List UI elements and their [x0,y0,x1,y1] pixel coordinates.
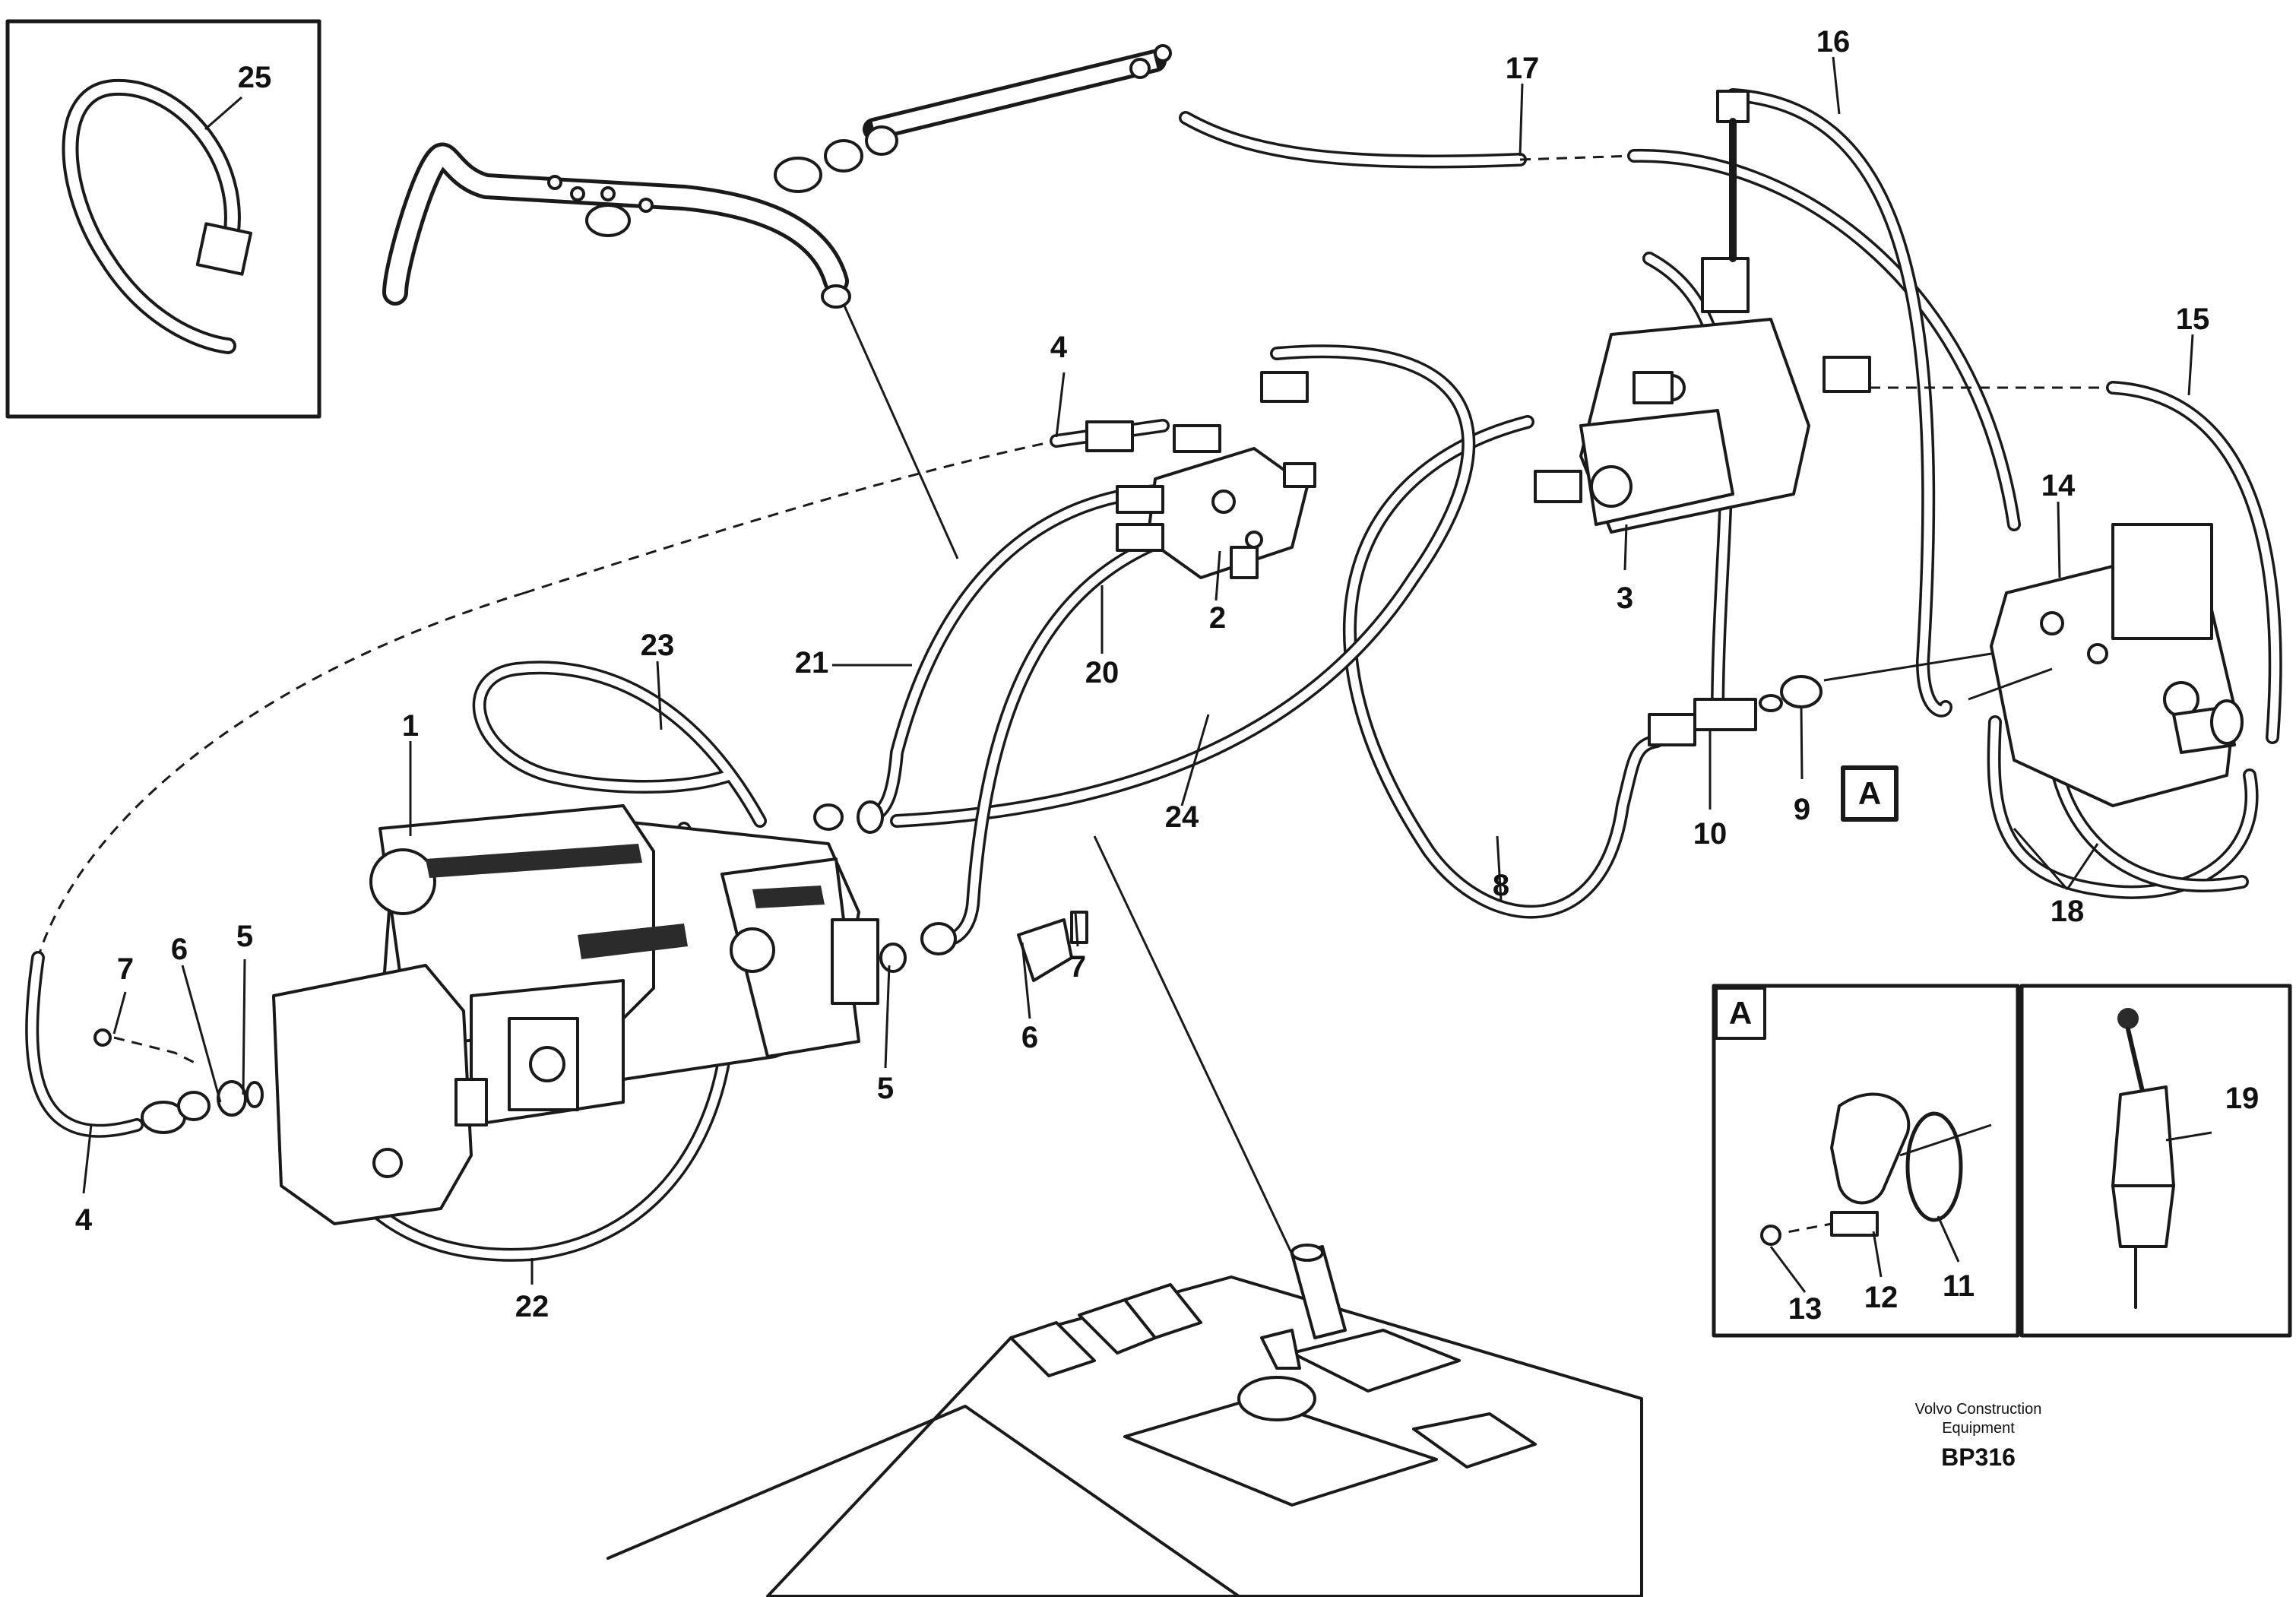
callout-21: 21 [795,646,829,680]
callout-13: 13 [1788,1292,1823,1326]
callout-19: 19 [2225,1082,2260,1115]
detail-ref-inset-label: A [1729,995,1752,1031]
callout-9: 9 [1794,793,1810,826]
drawing-code: BP316 [1941,1443,2016,1471]
callout-24: 24 [1165,800,1199,834]
callout-4-bottom: 4 [75,1203,93,1237]
callout-25: 25 [238,61,272,94]
callout-4-top: 4 [1050,331,1068,364]
svg-text:A: A [1858,775,1881,811]
inset-joystick [2019,984,2292,1338]
credit-block: Volvo Construction Equipment BP316 [1915,1401,2042,1471]
pump-assembly-1 [272,804,879,1225]
callout-23: 23 [641,629,675,662]
callout-18: 18 [2051,895,2085,928]
suction-pipe-assembly [382,44,1172,559]
callout-12: 12 [1864,1281,1899,1314]
middle-fittings [813,800,1088,982]
left-fittings [93,1028,264,1134]
callout-8: 8 [1493,869,1509,902]
callout-3: 3 [1617,581,1633,615]
callout-7-middle: 7 [1069,950,1086,984]
callout-5-middle: 5 [877,1072,894,1105]
inset-clamp-band [5,19,321,419]
callout-17: 17 [1506,52,1540,85]
detail-ref-main: A [1841,765,1899,822]
hydraulic-tank [606,835,1643,1597]
valve-block-2 [1085,371,1316,579]
motor-14 [1990,523,2244,807]
valve-block-3 [1534,90,1871,534]
callout-1: 1 [402,709,419,743]
inset-detail-a [1712,984,2020,1338]
callout-15: 15 [2176,303,2210,336]
callout-labels: 1 2 3 4 4 5 5 6 6 7 7 8 9 10 11 12 13 14… [75,25,2259,1326]
callout-11: 11 [1943,1269,1975,1303]
callout-6-middle: 6 [1021,1021,1038,1054]
callout-14: 14 [2041,469,2076,502]
fittings-9-10 [1648,652,2053,746]
callout-5-left: 5 [236,920,253,953]
callout-16: 16 [1816,25,1851,59]
callout-6-left: 6 [171,933,188,966]
callout-leaders [82,56,2212,1293]
callout-2: 2 [1209,601,1226,635]
callout-7-left: 7 [117,952,134,986]
credit-line-1: Volvo Construction [1915,1401,2042,1418]
callout-22: 22 [515,1290,549,1323]
callout-20: 20 [1085,656,1119,689]
credit-line-2: Equipment [1942,1420,2015,1437]
callout-10: 10 [1693,817,1728,851]
